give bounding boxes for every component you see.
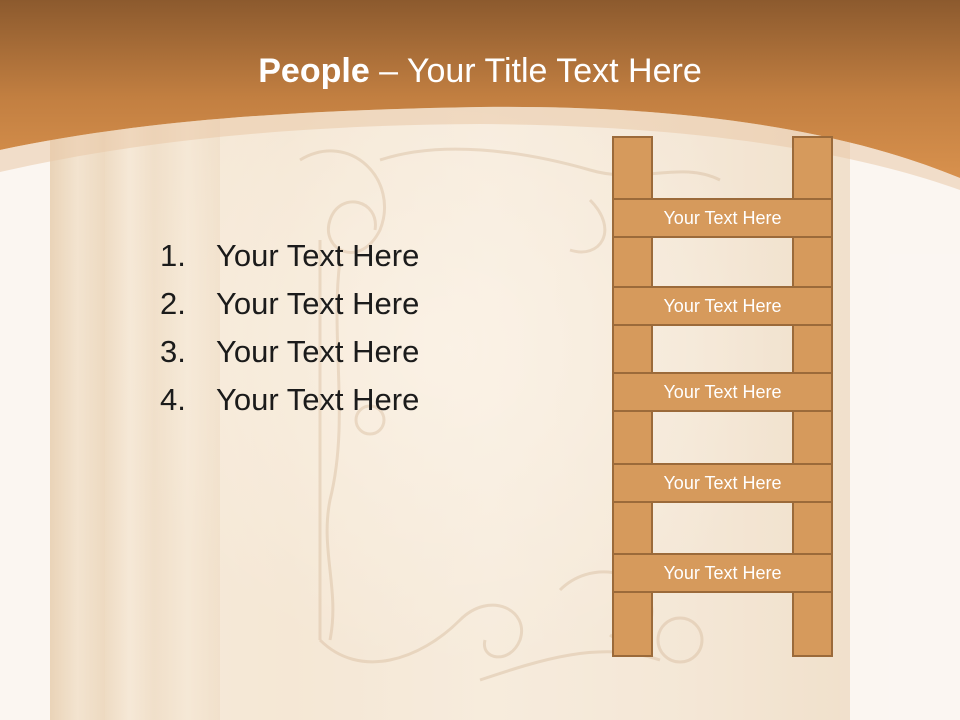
- parchment-roll: [50, 100, 105, 720]
- ladder-left-rail: [612, 324, 653, 374]
- list-number: 1.: [160, 238, 186, 273]
- ladder-left-rail: [612, 591, 653, 657]
- numbered-list: 1. Your Text Here 2. Your Text Here 3. Your…: [160, 232, 419, 424]
- list-text: Your Text Here: [216, 238, 420, 273]
- list-text: Your Text Here: [216, 382, 420, 417]
- header-band: [0, 0, 960, 190]
- slide-title: People – Your Title Text Here: [0, 52, 960, 91]
- ladder-right-rail: [792, 324, 833, 374]
- ladder-left-rail: [612, 501, 653, 555]
- title-text: Your Title Text Here: [406, 52, 702, 90]
- ladder-rung: Your Text Here: [612, 198, 833, 238]
- ladder-right-rail: [792, 236, 833, 288]
- ladder-right-rail: [792, 591, 833, 657]
- ladder-rung: Your Text Here: [612, 553, 833, 593]
- list-number: 4.: [160, 382, 186, 417]
- ladder-left-rail: [612, 236, 653, 288]
- list-item: 4. Your Text Here: [160, 376, 419, 424]
- list-number: 3.: [160, 334, 186, 369]
- ladder-right-rail: [792, 501, 833, 555]
- title-bold: People: [258, 52, 370, 90]
- list-text: Your Text Here: [216, 334, 420, 369]
- list-number: 2.: [160, 286, 186, 321]
- parchment-roll: [155, 100, 220, 720]
- ladder-right-rail: [792, 136, 833, 200]
- list-item: 1. Your Text Here: [160, 232, 419, 280]
- ladder-left-rail: [612, 410, 653, 465]
- ladder-rung: Your Text Here: [612, 463, 833, 503]
- ladder-rung: Your Text Here: [612, 286, 833, 326]
- ladder-left-rail: [612, 136, 653, 200]
- list-text: Your Text Here: [216, 286, 420, 321]
- title-dash: –: [369, 52, 407, 90]
- ladder-rung: Your Text Here: [612, 372, 833, 412]
- list-item: 3. Your Text Here: [160, 328, 419, 376]
- ladder-right-rail: [792, 410, 833, 465]
- ornament-decoration: [299, 147, 721, 682]
- parchment-roll: [105, 100, 155, 720]
- list-item: 2. Your Text Here: [160, 280, 419, 328]
